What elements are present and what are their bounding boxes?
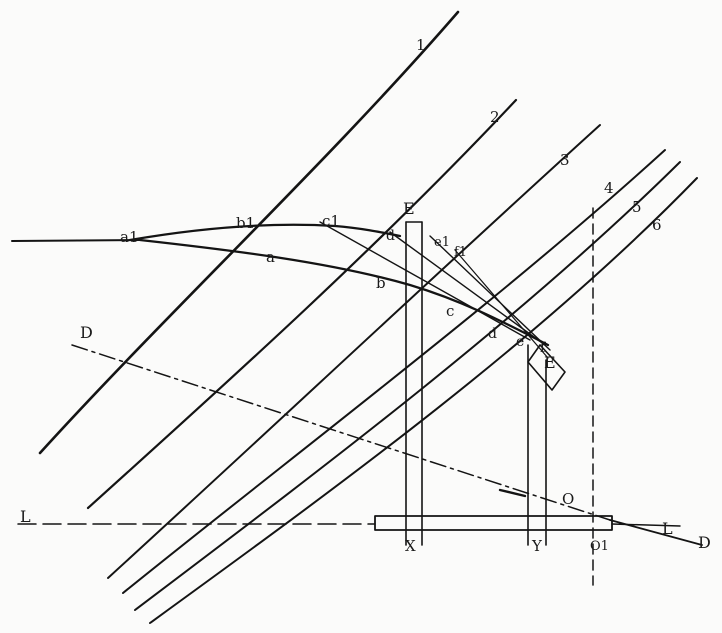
point-label-c: c — [446, 302, 454, 320]
label-y: Y — [531, 537, 543, 555]
y-verticals — [527, 344, 547, 546]
curve-label-6: 6 — [652, 216, 662, 234]
curve-label-1: 1 — [416, 36, 426, 54]
line-d-right — [609, 519, 703, 546]
tangent-line-2 — [389, 231, 546, 346]
label-x: X — [405, 537, 416, 555]
point-label-c1: c1 — [322, 212, 340, 230]
curve-label-4: 4 — [604, 179, 614, 197]
label-l-right: L — [662, 519, 673, 538]
label-l-left: L — [20, 507, 31, 526]
point-label-a1: a1 — [120, 228, 139, 246]
point-label-e: e — [516, 334, 524, 350]
curve-label-5: 5 — [632, 198, 642, 216]
point-label-f: f — [540, 340, 547, 356]
label-o1: O1 — [590, 539, 609, 554]
curve-5 — [134, 161, 681, 611]
upper-curve — [128, 223, 402, 242]
curve-6 — [149, 177, 698, 624]
x-verticals — [405, 221, 423, 546]
curve-number-labels: 1 2 3 4 5 6 — [416, 36, 662, 234]
point-label-e1: e1 — [434, 235, 450, 250]
point-label-d-lower: d — [488, 326, 497, 342]
curve-family — [38, 10, 698, 624]
point-label-b1: b1 — [236, 214, 255, 232]
point-label-b: b — [376, 274, 386, 292]
point-label-d-upper: d — [386, 228, 395, 244]
point-label-a: a — [266, 248, 275, 266]
curve-label-3: 3 — [560, 151, 570, 169]
line-d — [71, 344, 611, 521]
o-marker-stroke — [498, 488, 527, 498]
label-o: O — [562, 490, 574, 508]
base-bar — [374, 515, 613, 531]
curve-3 — [107, 124, 601, 579]
curve-label-2: 2 — [490, 108, 500, 126]
lower-curve — [138, 238, 550, 347]
point-label-f1: f1 — [454, 245, 467, 260]
label-d-left: D — [80, 323, 93, 342]
label-e-top: E — [403, 199, 415, 218]
label-e-bottom: E — [544, 353, 556, 372]
left-horizontal-line — [11, 239, 141, 242]
lower-point-labels: a b c d e f — [266, 248, 547, 356]
label-d-right: D — [698, 533, 711, 552]
curve-4 — [122, 149, 666, 594]
curve-1 — [38, 10, 460, 455]
upper-point-labels: a1 b1 c1 d e1 f1 — [120, 212, 467, 260]
tangent-line-1 — [319, 221, 531, 341]
construction-labels: E E D D L L O O1 X Y — [20, 199, 711, 555]
tangent-line-3 — [429, 235, 551, 351]
tangent-lines — [319, 221, 551, 359]
small-square-tool — [527, 344, 566, 391]
curve-2 — [86, 98, 518, 510]
tangent-line-4 — [454, 249, 549, 359]
